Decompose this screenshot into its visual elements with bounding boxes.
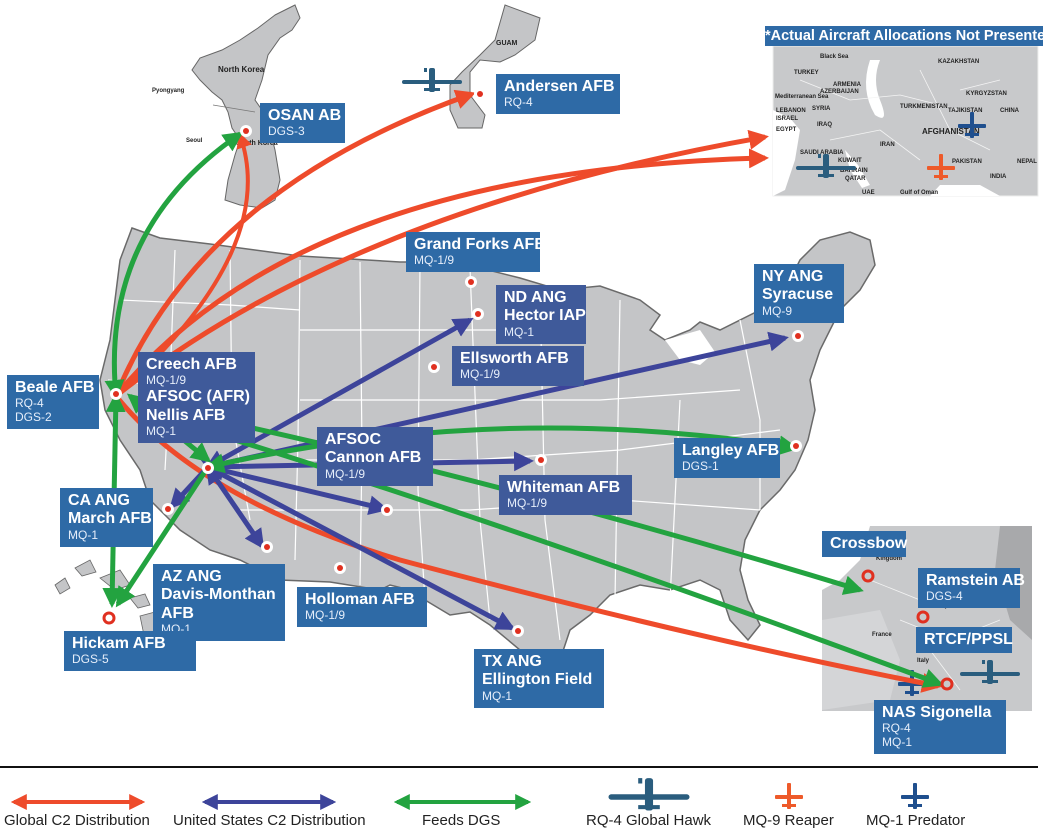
svg-text:KAZAKHSTAN: KAZAKHSTAN <box>938 59 979 65</box>
base-label-crossbow: Crossbow <box>822 531 907 558</box>
legend-feeds-dgs: Feeds DGS <box>422 812 501 829</box>
svg-text:AFGHANISTAN: AFGHANISTAN <box>922 127 980 136</box>
guam-map: GUAM <box>402 4 541 129</box>
svg-text:France: France <box>872 632 892 638</box>
base-label-ny-ang: NY ANG Syracuse MQ-9 <box>754 264 844 323</box>
pyongyang-label: Pyongyang <box>152 88 185 94</box>
legend-mq9: MQ-9 Reaper <box>743 812 834 829</box>
svg-text:UAE: UAE <box>862 190 875 196</box>
base-label-langley: Langley AFB DGS-1 <box>674 438 780 479</box>
base-label-creech-nellis: Creech AFB MQ-1/9 AFSOC (AFR) Nellis AFB… <box>138 352 255 443</box>
base-label-davis-monthan: AZ ANG Davis-Monthan AFB MQ-1 <box>153 564 285 641</box>
base-label-hickam: Hickam AFB DGS-5 <box>64 631 196 672</box>
rq4-legend-icon <box>608 778 690 811</box>
base-label-cannon: AFSOC Cannon AFB MQ-1/9 <box>317 427 433 486</box>
mq1-legend-icon <box>901 783 929 809</box>
svg-text:TURKMENISTAN: TURKMENISTAN <box>900 104 948 110</box>
legend-rq4: RQ-4 Global Hawk <box>586 812 712 829</box>
svg-text:AZERBAIJAN: AZERBAIJAN <box>820 89 859 95</box>
guam-label: GUAM <box>496 40 518 47</box>
svg-text:EGYPT: EGYPT <box>776 127 797 133</box>
base-label-ramstein: Ramstein AB DGS-4 <box>918 568 1025 609</box>
base-label-beale: Beale AFB RQ-4 DGS-2 <box>7 375 99 429</box>
legend-divider <box>0 766 1038 768</box>
north-korea-label: North Korea <box>218 65 265 74</box>
svg-text:KUWAIT: KUWAIT <box>838 158 862 164</box>
svg-text:KYRGYZSTAN: KYRGYZSTAN <box>966 91 1007 97</box>
svg-text:Italy: Italy <box>917 658 930 664</box>
svg-text:TURKEY: TURKEY <box>794 70 819 76</box>
base-label-holloman: Holloman AFB MQ-1/9 <box>297 587 427 628</box>
svg-text:TAJIKISTAN: TAJIKISTAN <box>948 108 982 114</box>
base-label-grand-forks: Grand Forks AFB MQ-1/9 <box>406 232 546 273</box>
base-label-rtcf-ppsl: RTCF/PPSL <box>916 627 1013 654</box>
base-markers <box>102 88 954 691</box>
seoul-label: Seoul <box>186 138 203 144</box>
aircraft-allocation-note: *Actual Aircraft Allocations Not Present… <box>765 26 1050 46</box>
base-label-ellsworth: Ellsworth AFB MQ-1/9 <box>452 346 584 387</box>
base-label-sigonella: NAS Sigonella RQ-4 MQ-1 <box>874 700 1006 754</box>
svg-text:Mediterranean Sea: Mediterranean Sea <box>775 94 829 100</box>
base-label-march: CA ANG March AFB MQ-1 <box>60 488 153 547</box>
base-label-osan: OSAN AB DGS-3 <box>260 103 345 144</box>
svg-text:ARMENIA: ARMENIA <box>833 82 862 88</box>
svg-text:IRAQ: IRAQ <box>817 122 832 128</box>
legend-us-c2: United States C2 Distribution <box>173 812 366 829</box>
base-label-nd-ang: ND ANG Hector IAP MQ-1 <box>496 285 586 344</box>
svg-text:PAKISTAN: PAKISTAN <box>952 159 982 165</box>
svg-text:INDIA: INDIA <box>990 174 1007 180</box>
svg-text:NEPAL: NEPAL <box>1017 159 1037 165</box>
base-label-ellington: TX ANG Ellington Field MQ-1 <box>474 649 604 708</box>
svg-text:SYRIA: SYRIA <box>812 106 831 112</box>
svg-text:Gulf of Oman: Gulf of Oman <box>900 190 938 196</box>
south-korea-label: South Korea <box>236 140 278 147</box>
svg-text:CHINA: CHINA <box>1000 108 1020 114</box>
svg-text:QATAR: QATAR <box>845 176 866 182</box>
legend-mq1: MQ-1 Predator <box>866 812 966 829</box>
base-label-whiteman: Whiteman AFB MQ-1/9 <box>499 475 632 516</box>
svg-text:BAHRAIN: BAHRAIN <box>840 168 868 174</box>
svg-text:SAUDI ARABIA: SAUDI ARABIA <box>800 150 844 156</box>
legend-swatches <box>10 778 929 811</box>
legend-global-c2: Global C2 Distribution <box>4 812 150 829</box>
base-label-andersen: Andersen AFB RQ-4 <box>496 74 620 115</box>
svg-text:ISRAEL: ISRAEL <box>776 116 798 122</box>
svg-text:Black Sea: Black Sea <box>820 54 849 60</box>
svg-text:IRAN: IRAN <box>880 142 895 148</box>
svg-text:LEBANON: LEBANON <box>776 108 806 114</box>
mq9-legend-icon <box>775 783 803 809</box>
svg-text:Kingdom: Kingdom <box>876 556 902 562</box>
middle-east-inset: Black Sea KAZAKHSTAN TURKEY ARMENIA AZER… <box>772 45 1039 197</box>
